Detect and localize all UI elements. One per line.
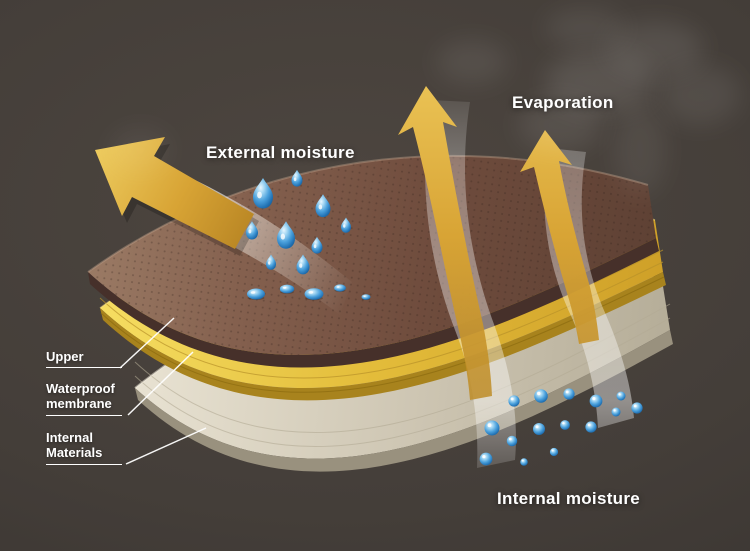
connector-line-internal <box>125 427 207 465</box>
water-bead-icon <box>484 420 500 436</box>
evaporation-label: Evaporation <box>512 93 614 112</box>
steam-wisp <box>614 105 666 195</box>
connector-line-upper <box>119 317 175 369</box>
steam-wisp <box>545 8 625 48</box>
water-bead-icon <box>520 458 528 466</box>
water-bead-icon <box>560 420 570 430</box>
steam-wisp <box>518 99 602 151</box>
internal-moisture-label: Internal moisture <box>497 489 641 508</box>
water-bead-icon <box>616 391 626 401</box>
surface-bead-icon <box>334 284 346 292</box>
water-bead-icon <box>534 389 548 403</box>
evaporation-arrow-left-icon <box>398 86 492 400</box>
evaporation-arrow-right-icon <box>520 130 599 344</box>
internal-materials-label: Internal Materials <box>46 430 122 465</box>
membrane-edge <box>100 272 666 401</box>
steam-wisp <box>660 65 740 125</box>
connector-line-membrane <box>127 351 194 416</box>
water-bead-icon <box>479 452 493 466</box>
surface-bead-icon <box>279 284 295 294</box>
upper-layer-label: Upper <box>46 349 122 369</box>
water-bead-icon <box>611 407 621 417</box>
steam-wisp <box>436 40 508 84</box>
waterproof-membrane-label: Waterproof membrane <box>46 381 122 416</box>
surface-bead-icon <box>304 288 324 301</box>
steam-wisp <box>607 22 703 74</box>
water-bead-icon <box>549 447 559 457</box>
label-connector-lines <box>119 317 207 465</box>
surface-bead-icon <box>361 294 371 300</box>
evaporation-arrow-right-body <box>520 130 599 344</box>
surface-bead-icon <box>247 288 265 300</box>
water-bead-icon <box>533 423 545 435</box>
water-bead-icon <box>631 402 643 414</box>
water-bead-icon <box>508 395 520 407</box>
upper-edge <box>88 238 659 368</box>
water-bead-icon <box>563 388 575 400</box>
external-moisture-label: External moisture <box>206 143 355 162</box>
water-bead-icon <box>506 435 518 447</box>
water-drop-icon <box>291 169 303 187</box>
steam-wisp <box>110 128 170 172</box>
water-bead-icon <box>585 421 597 433</box>
evaporation-arrow-left-body <box>398 86 492 400</box>
steam-wisps <box>110 8 740 195</box>
water-bead-icon <box>589 394 603 408</box>
